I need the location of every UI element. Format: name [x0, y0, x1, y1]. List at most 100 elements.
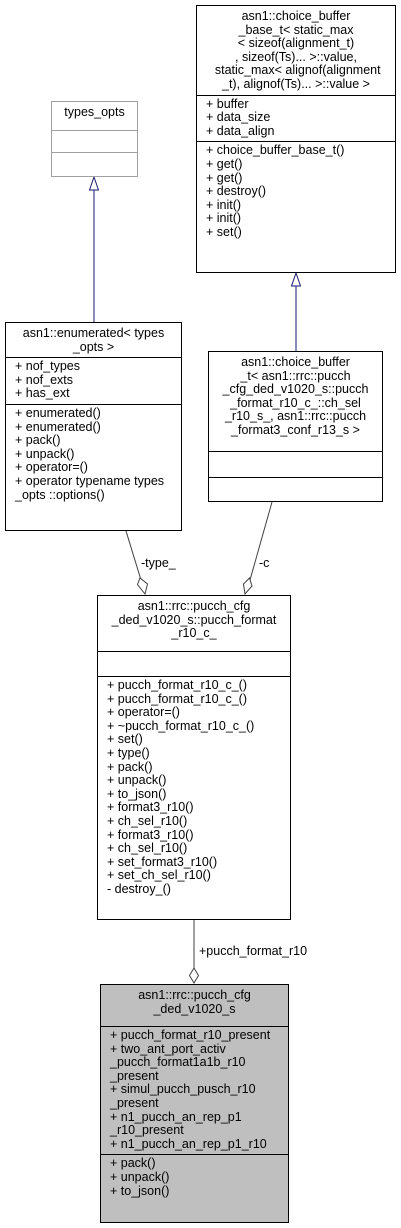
method: + get() — [206, 156, 243, 171]
method: + pack() — [110, 1156, 156, 1171]
attribute: + n1_pucch_an_rep_p1 — [110, 1109, 242, 1124]
title-line: _r10_c_ — [171, 626, 217, 641]
title-line: asn1::rrc::pucch_cfg — [138, 988, 251, 1002]
method: + pucch_format_r10_c_() — [107, 678, 248, 692]
title-line: _t< asn1::rrc::pucch — [240, 368, 351, 383]
attributes-section — [98, 651, 290, 676]
method: + ~pucch_format_r10_c_() — [107, 718, 255, 733]
method: + pack() — [107, 759, 153, 774]
attribute: + has_ext — [15, 386, 70, 401]
attributes-section: + pucch_format_r10_present + two_ant_por… — [101, 1026, 288, 1154]
title-line: _format_r10_c_::ch_sel — [230, 395, 361, 410]
method: _opts ::options() — [15, 487, 105, 502]
class-title: asn1::rrc::pucch_cfg _ded_v1020_s::pucch… — [98, 596, 290, 651]
composition-edge-pucch-format-r10 — [188, 920, 200, 984]
methods-section — [52, 152, 137, 176]
title-line: , sizeof(Ts)... >::value, — [235, 49, 357, 64]
method: + pack() — [15, 433, 61, 448]
composition-edge-type — [125, 530, 149, 596]
title-line: _opts > — [72, 339, 115, 354]
class-title: asn1::rrc::pucch_cfg _ded_v1020_s — [101, 985, 288, 1026]
method: + operator typename types — [15, 473, 165, 488]
title-line: types_opts — [64, 105, 125, 119]
method: + ch_sel_r10() — [107, 841, 188, 856]
method: + get() — [206, 170, 243, 185]
method: + set() — [107, 732, 143, 747]
class-node-choice-buffer[interactable]: asn1::choice_buffer _t< asn1::rrc::pucch… — [208, 351, 383, 502]
title-line: asn1::choice_buffer — [241, 9, 351, 23]
title-line: asn1::rrc::pucch_cfg — [137, 599, 251, 613]
attribute: _present — [110, 1095, 159, 1110]
attributes-section: + buffer + data_size + data_align — [197, 94, 395, 142]
method: + ch_sel_r10() — [107, 813, 188, 828]
methods-section: + choice_buffer_base_t() + get() + get()… — [197, 141, 395, 242]
method: + type() — [107, 745, 150, 760]
attribute: + simul_pucch_pusch_r10 — [110, 1082, 256, 1097]
methods-section: + pucch_format_r10_c_() + pucch_format_r… — [98, 676, 290, 900]
title-line: _ded_v1020_s — [153, 1001, 236, 1016]
method: + enumerated() — [15, 405, 101, 420]
class-node-pucch-format-r10-c[interactable]: asn1::rrc::pucch_cfg _ded_v1020_s::pucch… — [97, 595, 291, 920]
method: + set() — [206, 224, 242, 239]
method: + to_json() — [107, 786, 167, 801]
method: + unpack() — [110, 1169, 170, 1184]
attributes-section — [52, 130, 137, 152]
attribute: + nof_types — [15, 359, 80, 374]
method: + operator=() — [107, 705, 180, 720]
title-line: _cfg_ded_v1020_s::pucch — [222, 382, 369, 397]
class-node-types-opts[interactable]: types_opts — [51, 101, 138, 177]
class-node-pucch-cfg-ded-v1020[interactable]: asn1::rrc::pucch_cfg _ded_v1020_s + pucc… — [100, 984, 289, 1223]
inheritance-edge-types-opts — [88, 175, 100, 322]
title-line: asn1::choice_buffer — [241, 355, 350, 369]
methods-section: + pack() + unpack() + to_json() — [101, 1154, 288, 1201]
title-line: _base_t< static_max — [238, 22, 354, 37]
attributes-section — [209, 451, 382, 477]
methods-section: + enumerated() + enumerated() + pack() +… — [6, 403, 181, 505]
attribute: + data_align — [206, 123, 275, 138]
title-line: _r10_s_, asn1::rrc::pucch — [224, 409, 367, 424]
attribute: + pucch_format_r10_present — [110, 1028, 271, 1042]
class-node-enumerated[interactable]: asn1::enumerated< types _opts > + nof_ty… — [5, 322, 182, 531]
method: + set_format3_r10() — [107, 854, 218, 869]
title-line: _t), alignof(Ts)... >::value > — [222, 76, 370, 91]
edge-label-c: -c — [259, 556, 270, 570]
attribute: + nof_exts — [15, 372, 74, 387]
method: + set_ch_sel_r10() — [107, 868, 211, 883]
attribute: _present — [110, 1068, 159, 1083]
method: + unpack() — [15, 446, 75, 461]
attribute: + two_ant_port_activ — [110, 1041, 226, 1056]
attribute: + data_size — [206, 110, 271, 125]
attributes-section: + nof_types + nof_exts + has_ext — [6, 357, 181, 404]
title-line: _format3_conf_r13_s > — [231, 422, 360, 437]
title-line: _ded_v1020_s::pucch_format — [111, 612, 277, 627]
class-title: asn1::choice_buffer _base_t< static_max … — [197, 6, 395, 95]
method: + choice_buffer_base_t() — [206, 143, 345, 158]
inheritance-edge-choice-buffer-base — [290, 271, 302, 351]
method: + init() — [206, 197, 242, 212]
method: + format3_r10() — [107, 827, 194, 842]
method: + init() — [206, 211, 242, 226]
method: + pucch_format_r10_c_() — [107, 691, 248, 706]
composition-edge-c — [242, 501, 273, 596]
attribute: + buffer — [206, 96, 249, 111]
title-line: < sizeof(alignment_t) — [237, 36, 355, 51]
method: + destroy() — [206, 184, 267, 199]
methods-section — [209, 477, 382, 501]
attribute: + n1_pucch_an_rep_p1_r10 — [110, 1136, 267, 1151]
method: + enumerated() — [15, 419, 101, 434]
attribute: _pucch_format1a1b_r10 — [110, 1055, 246, 1070]
class-node-choice-buffer-base[interactable]: asn1::choice_buffer _base_t< static_max … — [196, 5, 396, 273]
edge-label-pucch-format-r10: +pucch_format_r10 — [199, 944, 308, 958]
edge-label-type: -type_ — [141, 556, 176, 570]
method: - destroy_() — [107, 881, 171, 896]
method: + format3_r10() — [107, 800, 194, 815]
class-title: types_opts — [52, 102, 137, 130]
method: + operator=() — [15, 460, 88, 475]
title-line: static_max< alignof(alignment — [211, 63, 381, 78]
title-line: asn1::enumerated< types — [22, 326, 165, 340]
class-title: asn1::choice_buffer _t< asn1::rrc::pucch… — [209, 352, 382, 451]
method: + unpack() — [107, 773, 167, 788]
class-title: asn1::enumerated< types _opts > — [6, 323, 181, 357]
attribute: _r10_present — [110, 1123, 184, 1138]
